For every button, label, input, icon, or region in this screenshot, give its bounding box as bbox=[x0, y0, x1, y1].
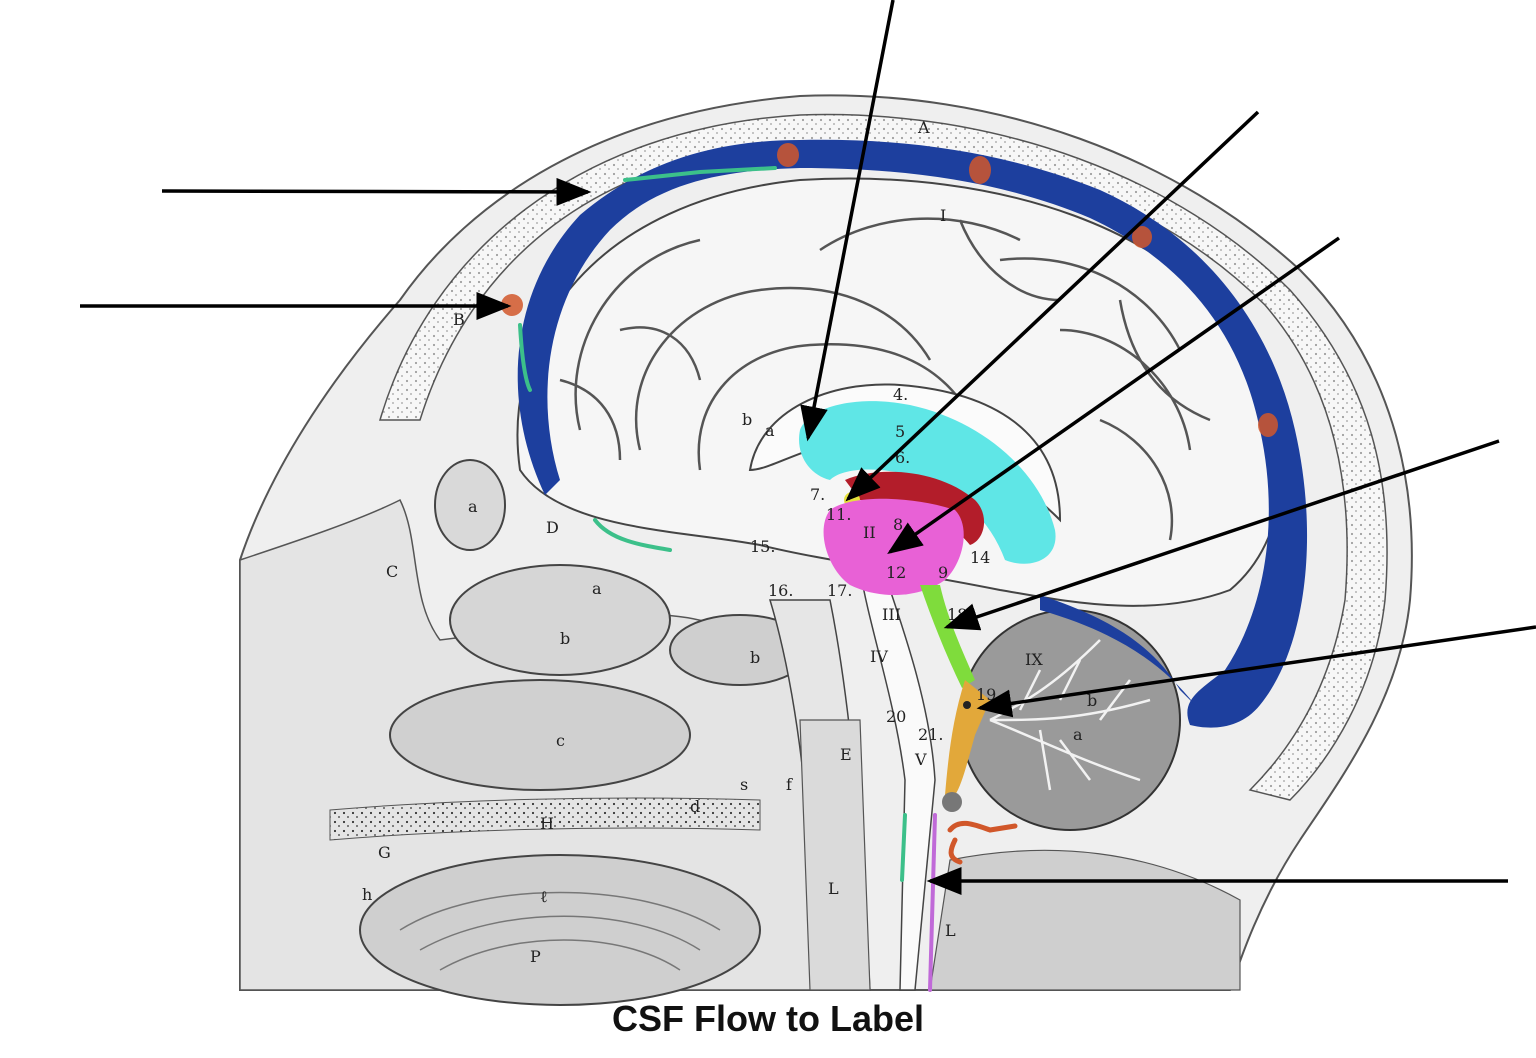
number-7: 7. bbox=[810, 485, 825, 504]
arrow-third-ventricle bbox=[887, 236, 1341, 555]
number-9: 9 bbox=[938, 563, 948, 582]
letter-IX: IX bbox=[1025, 650, 1043, 669]
cerebral-aqueduct bbox=[920, 585, 975, 688]
posterior-neck bbox=[929, 849, 1241, 991]
arachnoid-granulation bbox=[1132, 226, 1152, 248]
hard-palate bbox=[329, 797, 761, 841]
arrow-fourth-ventricle bbox=[976, 625, 1536, 718]
letter-a-cerebellum: a bbox=[1073, 725, 1083, 744]
arrow-interventricular-foramen bbox=[845, 110, 1260, 502]
letter-A: A bbox=[917, 118, 930, 137]
letter-C: C bbox=[386, 562, 398, 581]
arrow-superior-sagittal-sinus bbox=[161, 177, 592, 206]
arachnoid-granulation bbox=[969, 156, 991, 184]
arrow-cerebral-aqueduct bbox=[943, 439, 1500, 631]
diagram-caption: CSF Flow to Label bbox=[612, 998, 924, 1039]
letter-s: s bbox=[740, 775, 748, 794]
tentorium-sinus bbox=[1040, 595, 1195, 705]
letter-H: H bbox=[540, 814, 554, 833]
roman-II: II bbox=[863, 523, 876, 542]
central-canal bbox=[928, 813, 937, 992]
letter-f: f bbox=[786, 775, 793, 794]
gyri-lines bbox=[559, 217, 1211, 541]
letter-d: d bbox=[690, 797, 700, 816]
letter-b-nasal1: b bbox=[560, 629, 570, 648]
letter-b-nasal2: b bbox=[750, 648, 760, 667]
nasal-concha-lower bbox=[389, 679, 691, 791]
letter-a-nasal: a bbox=[592, 579, 602, 598]
median-aperture bbox=[942, 792, 962, 812]
subarachnoid-outflow bbox=[947, 820, 1018, 865]
roman-III: III bbox=[882, 605, 901, 624]
drawing-letters: A B C D E G H a a b a b b c d h ℓ P s f … bbox=[362, 118, 1097, 966]
letter-a-callosum: a bbox=[765, 421, 775, 440]
number-19: 19 bbox=[976, 685, 996, 704]
brainstem bbox=[859, 558, 936, 991]
number-16: 16. bbox=[768, 581, 793, 600]
number-4: 4. bbox=[893, 385, 908, 404]
roman-IV: IV bbox=[870, 647, 888, 666]
tongue bbox=[359, 854, 761, 1006]
roman-V: V bbox=[914, 750, 927, 769]
letter-b-callosum: b bbox=[742, 410, 752, 429]
number-17: 17. bbox=[827, 581, 852, 600]
roman-I: I bbox=[940, 206, 946, 225]
letter-P: P bbox=[530, 947, 541, 966]
number-5: 5 bbox=[895, 422, 905, 441]
letter-E: E bbox=[840, 745, 852, 764]
label-arrows bbox=[80, 0, 1536, 895]
letter-D: D bbox=[546, 518, 559, 537]
lateral-ventricle bbox=[799, 401, 1056, 564]
superior-sagittal-sinus bbox=[517, 139, 1308, 728]
letter-G: G bbox=[378, 843, 391, 862]
fourth-ventricle-dot bbox=[963, 701, 971, 709]
number-12: 12 bbox=[886, 563, 906, 582]
letter-L1: L bbox=[828, 879, 839, 898]
letter-c-nasal: c bbox=[556, 731, 565, 750]
number-8: 8 bbox=[893, 515, 903, 534]
number-14: 14 bbox=[970, 548, 990, 567]
arachnoid-granulation bbox=[1258, 413, 1278, 437]
arrow-lateral-ventricle bbox=[800, 0, 895, 442]
frontal-sinus bbox=[434, 459, 506, 551]
vertebral-column bbox=[799, 719, 871, 991]
spinal-subarachnoid-line bbox=[900, 813, 907, 882]
tongue-muscle-lines bbox=[399, 891, 721, 971]
arbor-vitae bbox=[989, 639, 1151, 791]
letter-l: ℓ bbox=[540, 887, 548, 906]
arachnoid-granulations bbox=[501, 143, 1278, 437]
letter-b-cerebellum: b bbox=[1087, 691, 1097, 710]
arachnoid-granulation bbox=[777, 143, 799, 167]
letter-L2: L bbox=[945, 921, 956, 940]
number-11: 11. bbox=[826, 505, 851, 524]
letter-B: B bbox=[453, 310, 465, 329]
number-21: 21. bbox=[918, 725, 943, 744]
number-20: 20 bbox=[886, 707, 906, 726]
subarachnoid-space-line bbox=[518, 166, 777, 552]
letter-a-frontal: a bbox=[468, 497, 478, 516]
nasal-concha-upper bbox=[449, 564, 671, 676]
number-15: 15. bbox=[750, 537, 775, 556]
letter-h: h bbox=[362, 885, 372, 904]
